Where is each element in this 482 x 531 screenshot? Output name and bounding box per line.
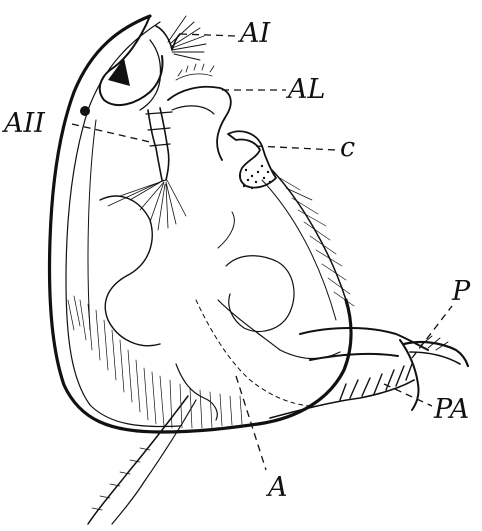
leader-pa (384, 384, 432, 406)
leader-p (412, 306, 452, 358)
leader-aii (72, 124, 150, 142)
first-antenna (156, 16, 206, 60)
ocellus (80, 106, 90, 116)
dorsal-setae (262, 170, 354, 320)
label-al: AL (285, 74, 325, 105)
label-aii: AII (1, 108, 46, 139)
organ-c (228, 131, 276, 189)
label-a: A (265, 472, 288, 503)
internal-organs (100, 196, 340, 420)
label-c: c (340, 132, 355, 163)
leader-lines (72, 34, 452, 470)
labrum-region (168, 64, 231, 160)
label-p: P (451, 276, 471, 307)
leader-c (256, 146, 336, 150)
second-antenna (108, 108, 186, 230)
label-ai: AI (237, 18, 271, 49)
label-pa: PA (433, 394, 469, 425)
